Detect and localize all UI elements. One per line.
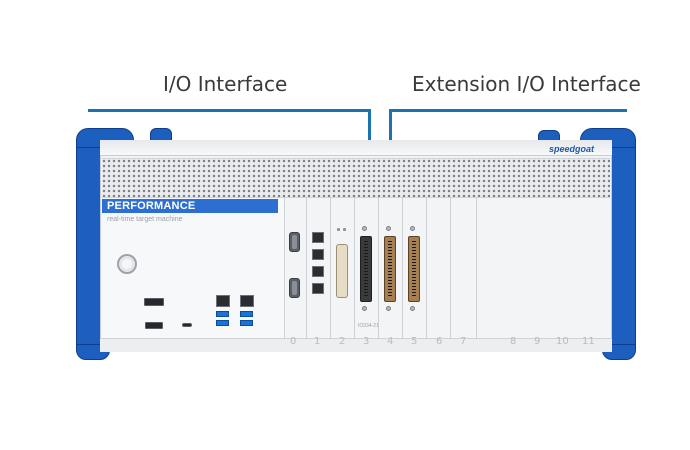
status-led [337,228,340,231]
slot-number: 5 [411,336,418,347]
panel-screw [386,306,391,311]
slot-6-blank-panel [426,198,450,338]
left-bumper [76,132,102,358]
serial-connector [289,278,300,298]
slot-number: 1 [314,336,321,347]
status-led [343,228,346,231]
extension-io-connector [408,236,420,302]
power-button[interactable] [117,254,137,274]
slot-3-io-interface-panel [354,198,378,338]
io-interface-leader-horizontal [88,109,370,112]
slot-number: 4 [387,336,394,347]
usb-port [216,320,229,326]
usb-port [216,311,229,317]
slot-number: 2 [339,336,346,347]
serial-connector [289,232,300,252]
model-banner: PERFORMANCE [102,199,278,213]
extension-leader-horizontal [389,109,627,112]
slot-number: 3 [363,336,370,347]
io-module-label: IO334-21K33222 [358,323,396,329]
slot-0-panel [284,198,306,338]
extension-io-connector [384,236,396,302]
right-bumper [610,132,636,358]
rj45-port [312,249,324,260]
rj45-port [312,266,324,277]
slot-number: 10 [556,336,569,347]
bottom-lip [100,338,612,352]
rj45-port [312,283,324,294]
panel-screw [410,306,415,311]
displayport-port [144,298,164,306]
top-rail [100,140,612,156]
io-interface-callout: I/O Interface [163,72,288,96]
slot-7-blank-panel [450,198,476,338]
panel-screw [410,226,415,231]
panel-screw [362,306,367,311]
extension-io-interface-callout: Extension I/O Interface [412,72,641,96]
slot-number: 11 [582,336,595,347]
panel-screw [386,226,391,231]
hdmi-port [145,322,163,329]
slot-number: 8 [510,336,517,347]
model-subtitle: real-time target machine [107,216,183,223]
rj45-port [312,232,324,243]
d-sub-connector [336,244,348,298]
ethernet-port-left [216,295,230,307]
ventilation-grille [102,158,610,198]
ethernet-port-right [240,295,254,307]
slot-number: 6 [436,336,443,347]
slot-number: 7 [460,336,467,347]
slots-8-11-blank-panel [476,198,610,338]
slot-number: 0 [290,336,297,347]
io-interface-connector [360,236,372,302]
usb-c-port [182,323,192,327]
panel-screw [362,226,367,231]
slot-number: 9 [534,336,541,347]
usb-port [240,320,253,326]
usb-port [240,311,253,317]
brand-logo: speedgoat [549,144,595,154]
